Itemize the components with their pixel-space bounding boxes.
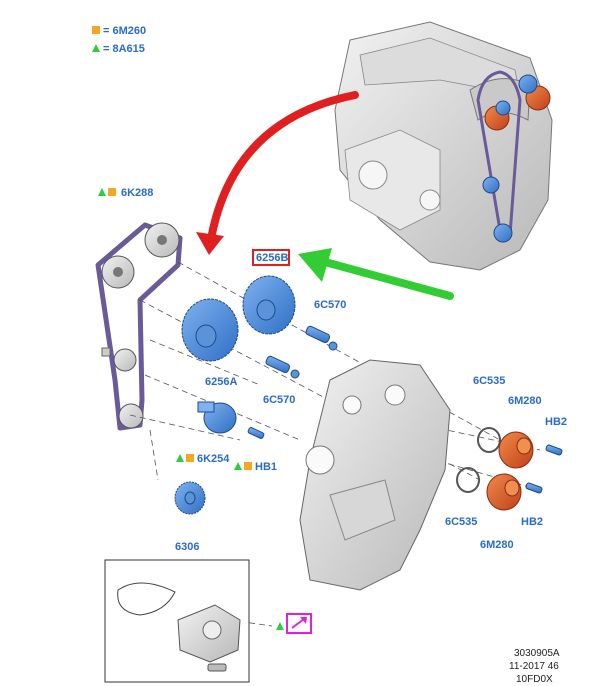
legend-item-6m260: = 6M260	[103, 25, 146, 37]
footer-line-1: 3030905A	[514, 648, 560, 659]
red-arrow-head	[196, 232, 224, 255]
label-hb2-bottom: HB2	[521, 516, 543, 528]
label-6c570-bottom: 6C570	[263, 394, 295, 406]
green-triangle-icon	[92, 44, 100, 52]
label-hb2-top: HB2	[545, 416, 567, 428]
engine-block-illustration	[334, 21, 553, 271]
green-triangle-icon	[276, 622, 284, 630]
green-triangle-icon	[234, 462, 242, 470]
green-triangle-icon	[176, 454, 184, 462]
label-6256a: 6256A	[205, 376, 237, 388]
orange-square-icon	[186, 454, 194, 462]
label-6256b[interactable]: 6256B	[256, 252, 288, 264]
orange-square-icon	[92, 26, 100, 34]
actuator-6m280-bottom	[486, 473, 543, 511]
label-6k288: 6K288	[121, 187, 153, 199]
crank-gear-6306	[174, 481, 206, 515]
label-6m280-top: 6M280	[508, 395, 542, 407]
label-6c535-bottom: 6C535	[445, 516, 477, 528]
label-6c535-top: 6C535	[473, 375, 505, 387]
green-arrow	[298, 248, 454, 300]
actuator-6m280-top	[498, 431, 563, 469]
timing-belt-assembly	[95, 222, 183, 431]
orange-square-icon	[244, 462, 252, 470]
footer-reference: 3030905A 11-2017 46 10FD0X	[509, 648, 560, 685]
part-labels: 6K288 6256B 6C570 6256A 6C570 6K254 HB1 …	[98, 187, 567, 553]
label-6k254: 6K254	[197, 453, 230, 465]
red-curved-arrow	[206, 91, 359, 249]
gear-6256a	[181, 298, 239, 362]
gear-6256b	[242, 275, 296, 335]
label-6m280-bottom: 6M280	[480, 539, 514, 551]
water-pump-inset	[104, 559, 250, 683]
label-6306: 6306	[175, 541, 199, 553]
footer-line-2: 11-2017 46	[509, 661, 559, 672]
seal-6c535-top	[477, 427, 501, 453]
tensioner-6k254	[197, 401, 265, 439]
seal-6c535-bottom	[456, 467, 480, 493]
external-link-arrow-icon[interactable]	[286, 613, 312, 634]
label-hb1: HB1	[255, 461, 277, 473]
green-triangle-icon	[98, 188, 106, 196]
timing-cover	[299, 359, 451, 591]
footer-line-3: 10FD0X	[516, 674, 553, 685]
orange-square-icon	[108, 188, 116, 196]
legend-item-8a615: = 8A615	[103, 43, 145, 55]
bolt-6c570-bottom	[265, 355, 300, 379]
highlight-box-6256b	[252, 249, 290, 266]
label-6c570-top: 6C570	[314, 299, 346, 311]
legend: = 6M260 = 8A615	[92, 25, 146, 55]
bolt-6c570-top	[305, 325, 338, 351]
